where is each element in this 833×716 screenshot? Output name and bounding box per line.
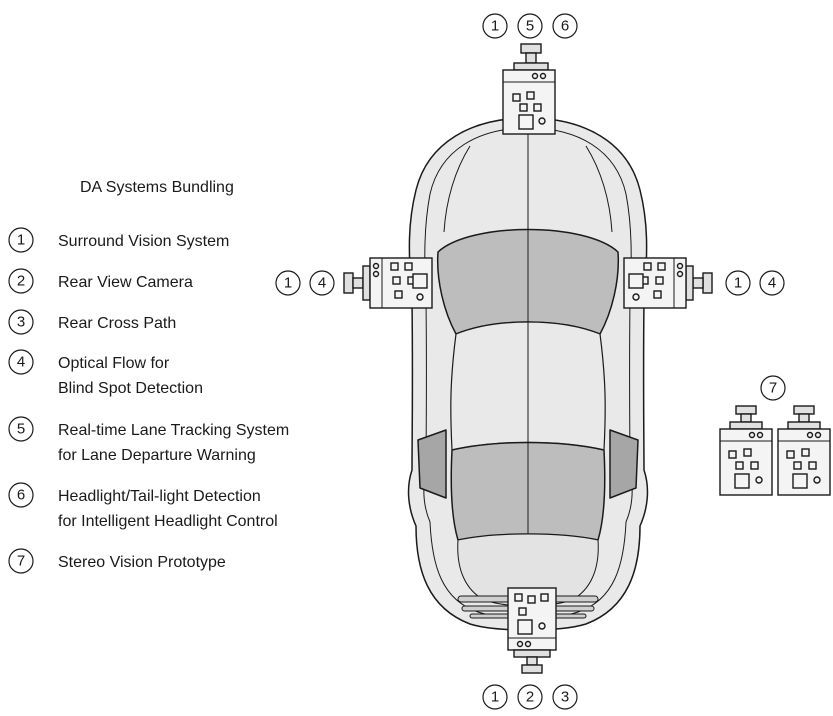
legend-label: Rear Cross Path xyxy=(58,315,176,332)
legend-item: 4 Optical Flow for Blind Spot Detection xyxy=(8,349,203,397)
legend-label: Blind Spot Detection xyxy=(58,380,203,397)
svg-text:1: 1 xyxy=(17,232,25,249)
number-badge xyxy=(8,482,34,508)
number-badge xyxy=(275,270,301,296)
legend-item: 3 Rear Cross Path xyxy=(8,309,176,335)
number-badge xyxy=(760,375,786,401)
number-badge xyxy=(552,13,578,39)
left-quarter-panel xyxy=(417,429,447,499)
legend-item: 5 Real-time Lane Tracking System for Lan… xyxy=(8,416,289,464)
left-camera-numbers: 1 4 xyxy=(275,270,335,296)
svg-text:2: 2 xyxy=(526,689,534,706)
svg-text:6: 6 xyxy=(561,18,569,35)
right-camera-numbers: 1 4 xyxy=(725,270,785,296)
svg-text:4: 4 xyxy=(318,275,326,292)
svg-text:3: 3 xyxy=(561,689,569,706)
svg-text:1: 1 xyxy=(734,275,742,292)
hood-crease xyxy=(585,145,613,233)
svg-text:3: 3 xyxy=(17,314,25,331)
stereo-camera-module xyxy=(719,405,773,496)
svg-text:1: 1 xyxy=(284,275,292,292)
number-badge xyxy=(8,548,34,574)
car-top-view xyxy=(385,117,672,631)
legend-item: 1 Surround Vision System xyxy=(8,227,229,253)
rear-camera-numbers: 1 2 3 xyxy=(482,684,578,710)
legend-label: Headlight/Tail-light Detection xyxy=(58,488,261,505)
number-badge xyxy=(482,684,508,710)
stereo-camera-numbers: 7 xyxy=(760,375,786,401)
number-badge xyxy=(517,684,543,710)
number-badge xyxy=(517,13,543,39)
svg-text:6: 6 xyxy=(17,487,25,504)
legend-label: for Lane Departure Warning xyxy=(58,447,256,464)
legend: DA Systems Bundling 1 Surround Vision Sy… xyxy=(8,179,289,574)
legend-title: DA Systems Bundling xyxy=(80,179,234,196)
svg-text:1: 1 xyxy=(491,18,499,35)
right-camera-module xyxy=(623,257,713,309)
legend-item: 7 Stereo Vision Prototype xyxy=(8,548,226,574)
stereo-camera-module xyxy=(777,405,831,496)
right-quarter-panel xyxy=(609,429,639,499)
svg-text:7: 7 xyxy=(17,553,25,570)
number-badge xyxy=(759,270,785,296)
legend-label: Rear View Camera xyxy=(58,274,193,291)
legend-label: Surround Vision System xyxy=(58,233,229,250)
number-badge xyxy=(8,416,34,442)
svg-text:4: 4 xyxy=(768,275,776,292)
svg-text:5: 5 xyxy=(17,421,25,438)
number-badge xyxy=(8,227,34,253)
front-camera-numbers: 1 5 6 xyxy=(482,13,578,39)
svg-text:1: 1 xyxy=(491,689,499,706)
number-badge xyxy=(8,309,34,335)
legend-label: Stereo Vision Prototype xyxy=(58,554,226,571)
front-camera-module xyxy=(502,43,556,135)
svg-text:4: 4 xyxy=(17,354,25,371)
legend-label: Real-time Lane Tracking System xyxy=(58,422,289,439)
number-badge xyxy=(725,270,751,296)
number-badge xyxy=(482,13,508,39)
number-badge xyxy=(552,684,578,710)
number-badge xyxy=(309,270,335,296)
number-badge xyxy=(8,268,34,294)
legend-label: for Intelligent Headlight Control xyxy=(58,513,278,530)
legend-item: 2 Rear View Camera xyxy=(8,268,193,294)
svg-text:7: 7 xyxy=(769,380,777,397)
legend-item: 6 Headlight/Tail-light Detection for Int… xyxy=(8,482,278,530)
legend-label: Optical Flow for xyxy=(58,355,170,372)
rear-camera-module xyxy=(507,587,557,674)
number-badge xyxy=(8,349,34,375)
left-camera-module xyxy=(343,257,433,309)
hood-crease xyxy=(443,145,471,233)
svg-text:5: 5 xyxy=(526,18,534,35)
svg-text:2: 2 xyxy=(17,273,25,290)
